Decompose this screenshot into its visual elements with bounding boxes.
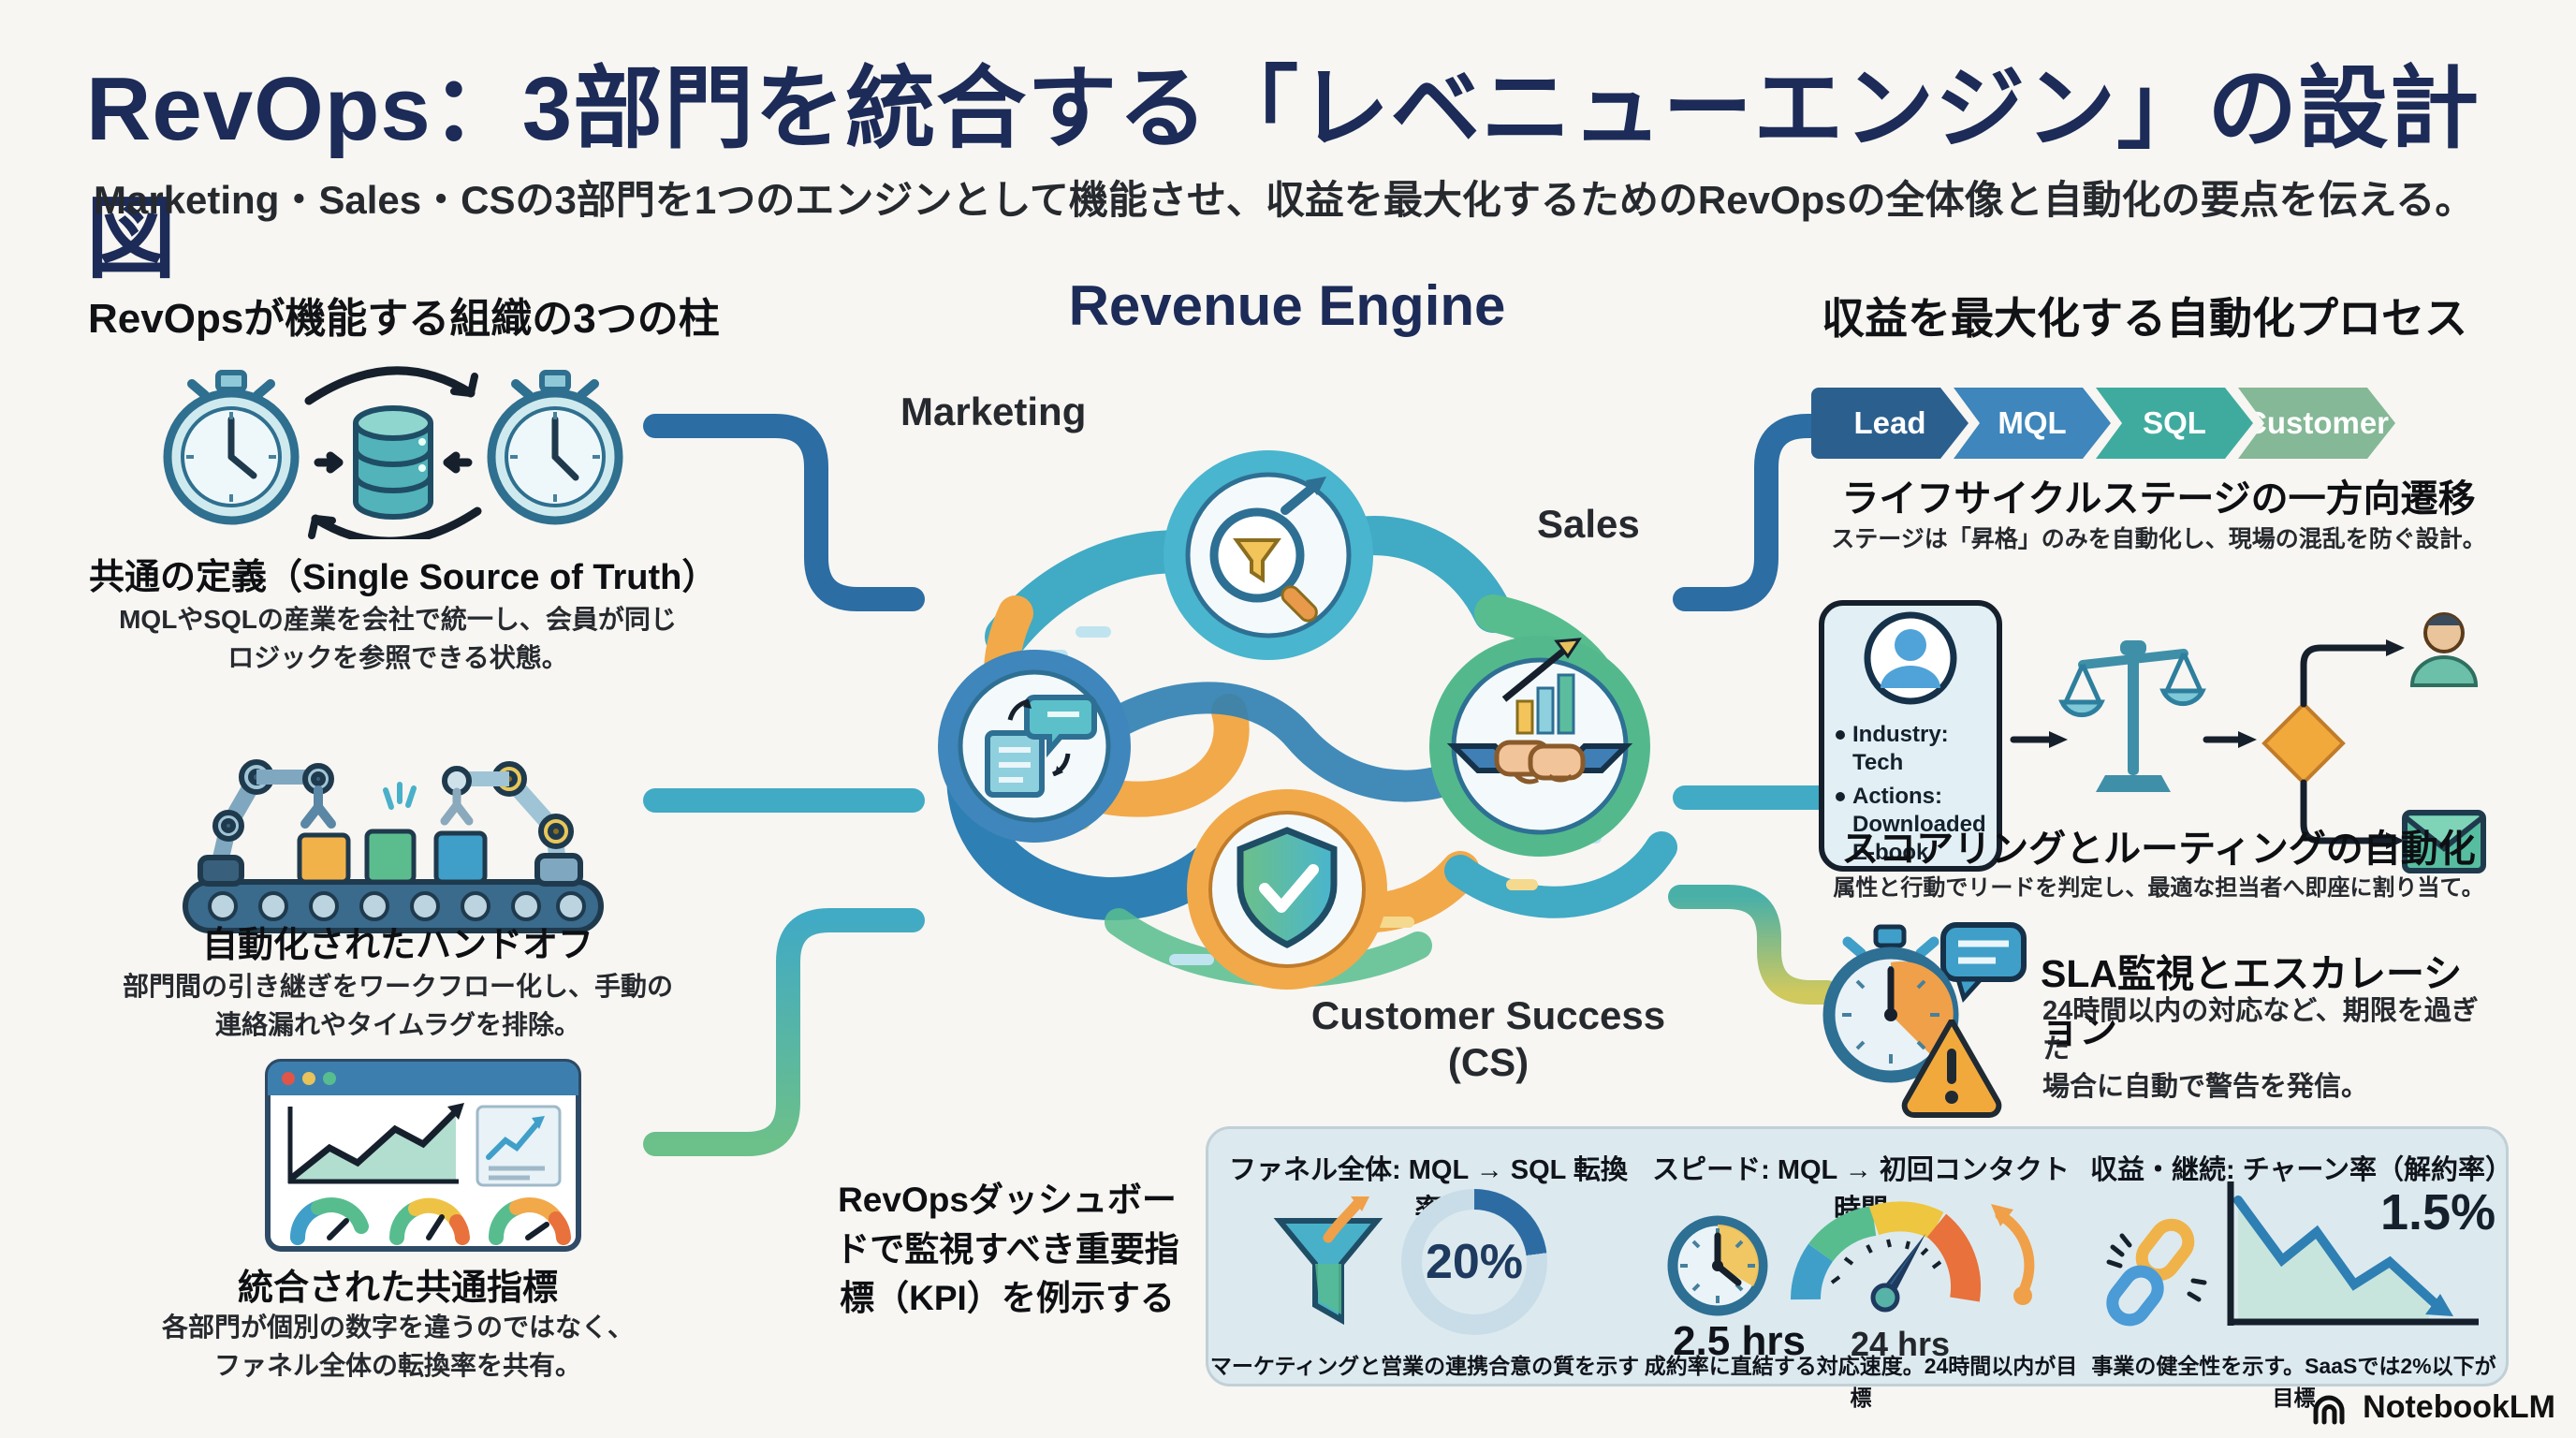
kpi-broken-chain-icon — [2106, 1218, 2207, 1327]
sla-title: SLA監視とエスカレーション — [2041, 952, 2463, 1051]
lifecycle-stage-funnel: Lead MQL SQL Customer — [1811, 388, 2410, 459]
dashboard-gauges-icon — [265, 1059, 581, 1252]
handoff-docs-badge — [938, 650, 1131, 843]
box-green — [364, 829, 417, 885]
cs-shield-badge — [1187, 789, 1387, 990]
speed-target-label: 24 hrs — [1850, 1325, 1951, 1363]
browser-titlebar — [268, 1062, 578, 1095]
shield-check-icon — [1237, 827, 1338, 948]
automation-heading: 収益を最大化する自動化プロセス — [1822, 294, 2467, 343]
customer-success-label: Customer Success (CS) — [1310, 993, 1666, 1084]
lead-avatar-icon — [1864, 611, 1957, 705]
balance-scale-icon — [2058, 640, 2206, 792]
sales-rep-icon — [2409, 612, 2479, 687]
pillar-1-title: 共通の定義（Single Source of Truth） — [89, 558, 718, 597]
kpi-churn-title: 収益・継続: チャーン率（解約率） — [2090, 1155, 2512, 1185]
robot-arms-conveyor-icon — [183, 759, 604, 933]
lead-bullet-actions: Actions: Downloaded E-book — [1836, 783, 1987, 867]
scoring-body: 属性と行動でリードを判定し、最適な担当者へ即座に割り当て。 — [1833, 875, 2484, 901]
kpi-funnel-caption: マーケティングと営業の連携合意の質を示す — [1209, 1354, 1640, 1378]
sync-arrows-icon — [304, 366, 482, 539]
kpi-speed-title: スピード: MQL → 初回コンタクト時間 — [1652, 1155, 2070, 1225]
database-icon — [353, 405, 433, 520]
pillars-heading: RevOpsが機能する組織の3つの柱 — [88, 296, 720, 342]
conversion-donut-chart: 20% — [1401, 1189, 1547, 1335]
sla-chat-bubble-icon — [1940, 922, 2027, 1003]
robot-arm-left — [198, 759, 336, 887]
scoring-title: スコアリングとルーティングの自動化 — [1841, 829, 2476, 870]
churn-rate-value: 1.5% — [2380, 1184, 2496, 1240]
handshake-icon — [1446, 638, 1633, 785]
email-icon — [2402, 810, 2486, 873]
lead-bullet-industry: Industry: Tech — [1836, 721, 1987, 777]
pillar-2-body: 部門間の引き継ぎをワークフロー化し、手動の 連絡漏れやタイムラグを排除。 — [122, 972, 673, 1039]
lifecycle-title: ライフサイクルステージの一方向遷移 — [1841, 478, 2476, 520]
stopwatch-right — [487, 370, 623, 525]
trend-chart — [287, 1103, 464, 1184]
lead-profile-card: Industry: Tech Actions: Downloaded E-boo… — [1819, 600, 2002, 872]
sla-stopwatch-alert-icon — [1822, 922, 2027, 1118]
engine-heading: Revenue Engine — [1068, 274, 1506, 337]
page-title: RevOps：3部門を統合する「レベニューエンジン」の設計図 — [86, 59, 2481, 289]
page-subtitle: Marketing・Sales・CSの3部門を1つのエンジンとして機能させ、収益… — [94, 178, 2475, 222]
kpi-clock-icon — [1667, 1215, 1768, 1316]
sales-handshake-badge — [1429, 636, 1650, 857]
stage-sql: SQL — [2096, 388, 2253, 459]
stage-customer: Customer — [2238, 388, 2395, 459]
speed-actual-label: 2.5 hrs — [1673, 1318, 1806, 1364]
conversion-rate-value: 20% — [1422, 1210, 1527, 1314]
sla-body: 24時間以内の対応など、期限を過ぎた 場合に自動で警告を発信。 — [2042, 996, 2479, 1103]
hands — [1494, 740, 1586, 785]
box-orange — [297, 832, 351, 885]
bullet-dot — [1836, 730, 1845, 740]
connector-right-bottom — [1668, 885, 1839, 1005]
watermark-label: NotebookLM — [2363, 1389, 2555, 1425]
sales-label: Sales — [1537, 502, 1640, 546]
notebooklm-logo-icon — [2313, 1395, 2345, 1424]
pillar-3-body: 各部門が個別の数字を違うのではなく、 ファネル全体の転換率を共有。 — [161, 1313, 634, 1380]
kpi-panel: ファネル全体: MQL → SQL 転換率 20% マーケティングと営業の連携合… — [1206, 1126, 2512, 1410]
box-blue — [433, 830, 488, 885]
sparkle-lines — [383, 782, 417, 810]
kpi-churn-caption: 事業の健全性を示す。SaaSでは2%以下が目標 — [2091, 1354, 2496, 1410]
gauge-row — [289, 1197, 571, 1245]
scoring-routing-flow — [2010, 612, 2486, 873]
docs-chat-icon — [985, 695, 1097, 798]
connector-left-top — [643, 414, 925, 611]
growth-bars — [1501, 638, 1582, 735]
connector-right-top — [1673, 414, 1828, 611]
kpi-churn-chart — [2227, 1181, 2479, 1326]
revenue-engine-graphic — [938, 450, 1677, 990]
kpi-intro-text: RevOpsダッシュボー ドで監視すべき重要指 標（KPI）を例示する — [835, 1181, 1179, 1318]
pillar-3-title: 統合された共通指標 — [237, 1269, 558, 1308]
marketing-label: Marketing — [900, 389, 1087, 433]
stopwatch-left — [163, 370, 300, 525]
kpi-speed-gauge — [1790, 1201, 2035, 1313]
stage-lead: Lead — [1811, 388, 1969, 459]
connector-left-bottom — [643, 908, 925, 1156]
watermark: NotebookLM — [2247, 1389, 2555, 1426]
mini-report — [476, 1105, 562, 1187]
kpi-speed-caption: 成約率に直結する対応速度。24時間以内が目標 — [1644, 1354, 2078, 1410]
pillar-2-title: 自動化されたハンドオフ — [201, 926, 593, 965]
bullet-dot — [1836, 792, 1845, 801]
kpi-funnel-icon — [1273, 1196, 1383, 1326]
lifecycle-body: ステージは「昇格」のみを自動化し、現場の混乱を防ぐ設計。 — [1831, 526, 2486, 552]
decision-diamond — [2261, 701, 2346, 785]
search-funnel-icon — [1209, 477, 1326, 623]
sla-stopwatch-icon — [1822, 924, 1959, 1083]
warning-triangle-icon — [1901, 1019, 2002, 1118]
robot-arm-right — [440, 761, 583, 887]
stage-mql: MQL — [1954, 388, 2111, 459]
stopwatch-database-sync-icon — [163, 366, 623, 539]
pillar-1-body: MQLやSQLの産業を会社で統一し、会員が同じ ロジックを参照できる状態。 — [119, 605, 677, 672]
marketing-funnel-badge — [1164, 450, 1373, 660]
